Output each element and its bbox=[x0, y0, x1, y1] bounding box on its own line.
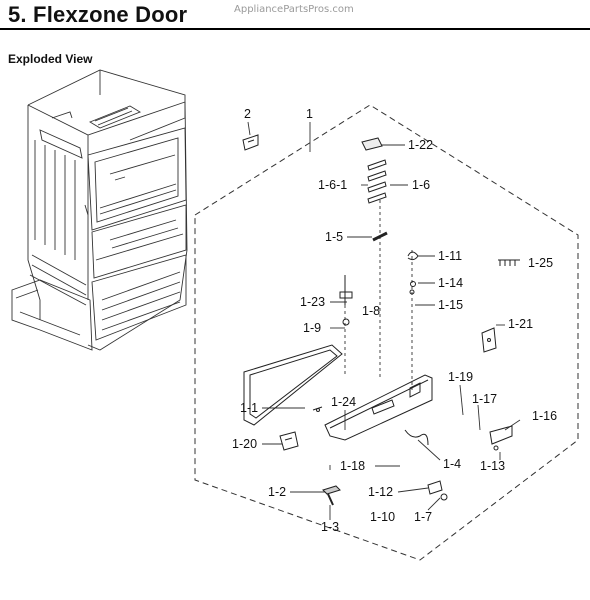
part-1-2-cap bbox=[322, 485, 341, 506]
callout-1-8: 1-8 bbox=[362, 304, 380, 318]
callout-1-9: 1-9 bbox=[303, 321, 321, 335]
callout-1-15: 1-15 bbox=[438, 298, 463, 312]
callout-1-11: 1-11 bbox=[438, 249, 462, 263]
assembly-envelope bbox=[194, 104, 579, 561]
part-1-14-screw bbox=[410, 281, 416, 287]
callout-1-13: 1-13 bbox=[480, 459, 505, 473]
callout-1-14: 1-14 bbox=[438, 276, 463, 290]
part-1-20-bracket bbox=[279, 431, 299, 451]
page-title: 5. Flexzone Door bbox=[8, 2, 188, 27]
callout-2: 2 bbox=[244, 107, 251, 121]
part-1-13-fastener bbox=[493, 445, 499, 451]
callout-1-2: 1-2 bbox=[268, 485, 286, 499]
part-1-16-bracket bbox=[489, 425, 513, 445]
callout-1-3: 1-3 bbox=[321, 520, 339, 534]
part-1-12-part bbox=[427, 480, 443, 495]
callout-1-6: 1-6 bbox=[412, 178, 430, 192]
callout-1-23: 1-23 bbox=[300, 295, 325, 309]
callout-labels: 2 1 1-22 1-6-1 1-6 1-5 1-11 1-25 1-14 1-… bbox=[232, 107, 557, 534]
callout-1-10: 1-10 bbox=[370, 510, 395, 524]
callout-1-4: 1-4 bbox=[443, 457, 461, 471]
callout-1-1: 1-1 bbox=[240, 401, 258, 415]
part-1-11-spring bbox=[407, 251, 419, 261]
callout-1-17: 1-17 bbox=[472, 392, 497, 406]
part-2-bracket bbox=[242, 134, 259, 151]
part-1-24-handle-assembly bbox=[324, 374, 433, 441]
watermark: AppliancePartsPros.com bbox=[234, 4, 354, 15]
callout-1-7: 1-7 bbox=[414, 510, 432, 524]
callout-1-24: 1-24 bbox=[331, 395, 356, 409]
callout-1-19: 1-19 bbox=[448, 370, 473, 384]
part-1-9-washer bbox=[342, 318, 350, 326]
callout-1-16: 1-16 bbox=[532, 409, 557, 423]
parts bbox=[242, 134, 520, 506]
part-1-4-wire bbox=[404, 429, 429, 446]
callout-1-6-1: 1-6-1 bbox=[318, 178, 347, 192]
callout-1-5: 1-5 bbox=[325, 230, 343, 244]
part-1-23-pin bbox=[339, 275, 353, 305]
section-subtitle: Exploded View bbox=[8, 52, 93, 66]
callout-1-12: 1-12 bbox=[368, 485, 393, 499]
part-1-7-screw bbox=[440, 493, 448, 501]
part-1-5-rod bbox=[372, 231, 388, 242]
callout-1-22: 1-22 bbox=[408, 138, 433, 152]
callout-1: 1 bbox=[306, 107, 313, 121]
part-1-22-cover bbox=[361, 137, 383, 151]
leader-lines bbox=[247, 121, 521, 520]
part-1-25-screws bbox=[498, 259, 520, 266]
page-header: 5. Flexzone Door AppliancePartsPros.com bbox=[0, 0, 590, 40]
part-1-6-led-set bbox=[367, 159, 387, 204]
callout-1-25: 1-25 bbox=[528, 256, 553, 270]
part-1-21-bracket bbox=[481, 327, 497, 353]
part-1-1-gasket bbox=[243, 344, 343, 426]
callout-1-21: 1-21 bbox=[508, 317, 533, 331]
part-1-15-screw bbox=[409, 289, 415, 295]
header-rule bbox=[0, 28, 590, 30]
callout-1-18: 1-18 bbox=[340, 459, 365, 473]
callout-1-20: 1-20 bbox=[232, 437, 257, 451]
refrigerator-cabinet bbox=[11, 69, 188, 351]
